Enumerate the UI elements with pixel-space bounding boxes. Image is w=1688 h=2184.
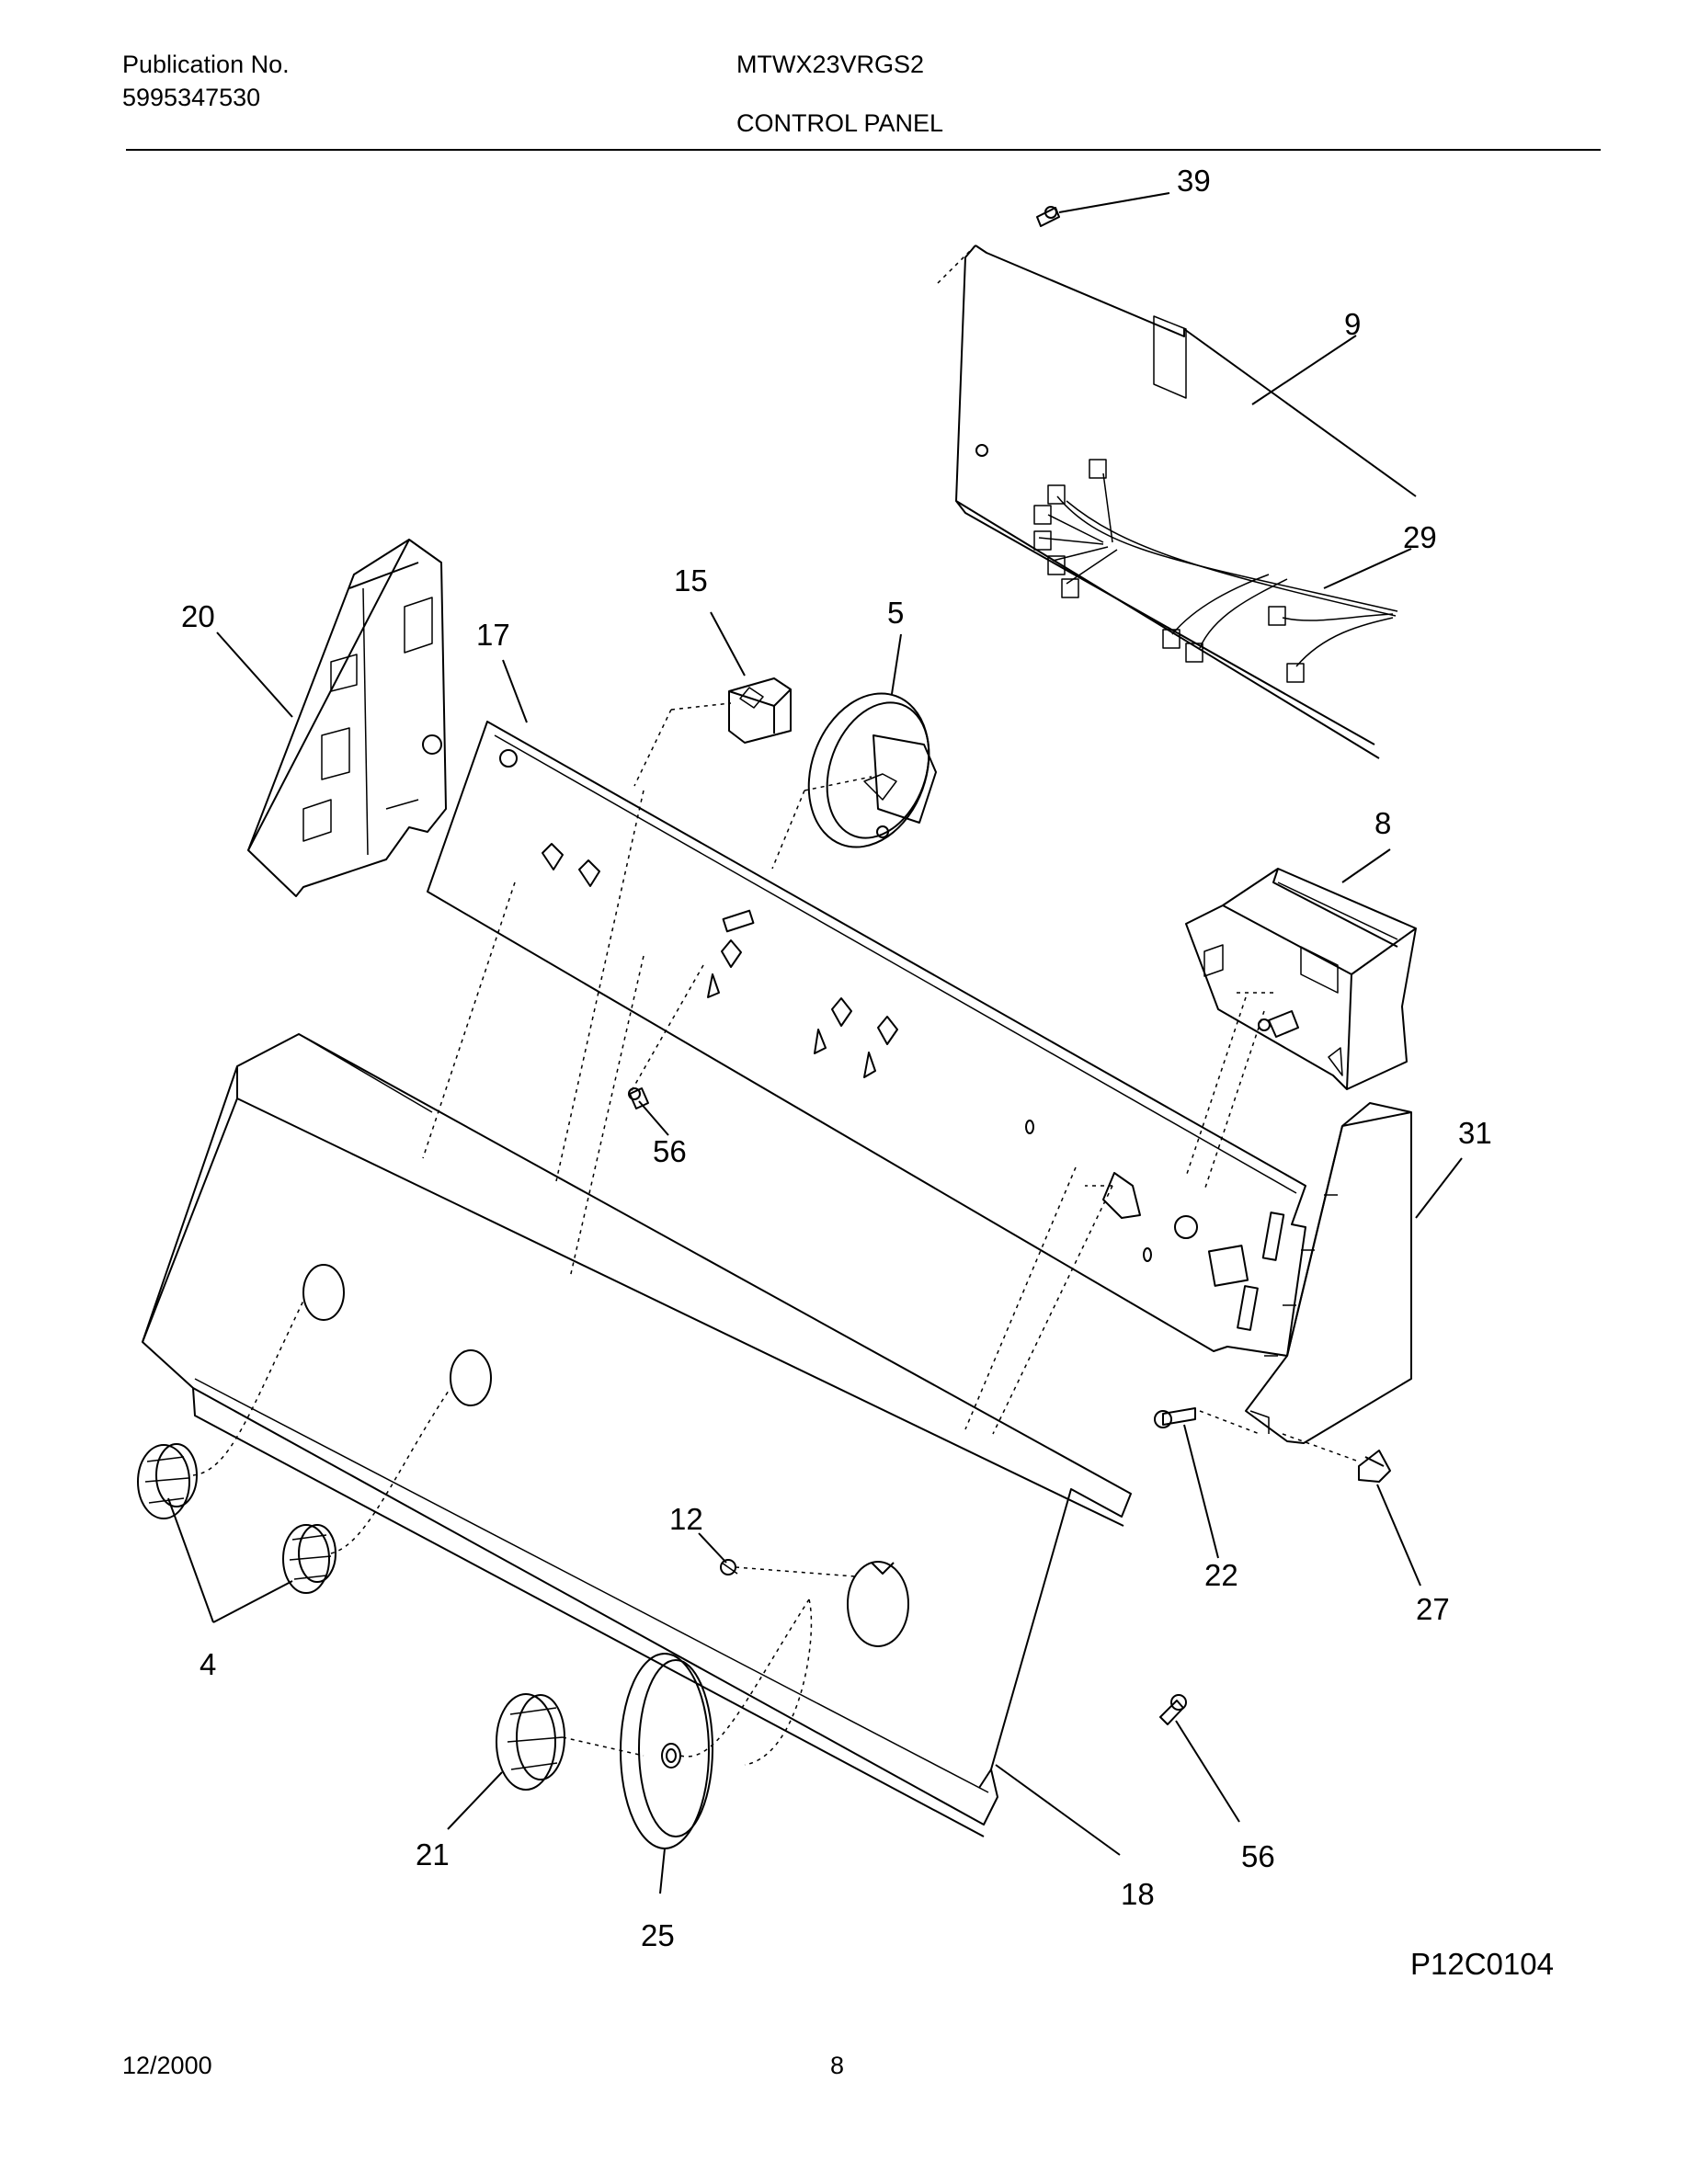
model-number: MTWX23VRGS2 [736,51,925,78]
part-22-screw [1154,1407,1260,1435]
part-56-screw-lower [1159,1694,1187,1725]
callout-22: 22 [1204,1558,1238,1592]
callout-20: 20 [181,599,215,633]
callout-4: 4 [200,1647,216,1681]
callout-39: 39 [1177,164,1211,198]
part-17-control-board [427,721,1306,1357]
footer-page-number: 8 [830,2052,845,2079]
header-rule [126,149,1601,151]
part-56-screw-upper [628,1087,649,1109]
callout-5: 5 [887,596,904,630]
part-18-front-console [142,1033,1132,1837]
callout-18: 18 [1121,1877,1155,1911]
callout-31: 31 [1458,1116,1492,1150]
callout-15: 15 [674,563,708,597]
publication-number: 5995347530 [122,84,261,111]
callout-9: 9 [1344,307,1361,341]
callout-labels: 39 9 29 20 17 15 5 8 31 56 22 27 12 4 21… [181,164,1492,1952]
part-4-knobs [137,1300,451,1594]
part-25-dial [620,1598,813,1849]
part-27-clip [1282,1433,1391,1483]
part-15-switch [633,677,792,787]
callout-29: 29 [1403,520,1437,554]
callout-8: 8 [1374,806,1391,840]
diagram-code: P12C0104 [1410,1947,1554,1981]
callout-12: 12 [669,1502,703,1536]
callout-17: 17 [476,618,510,652]
part-21-knob [496,1693,644,1791]
part-39-screw [1036,206,1060,227]
part-20-left-end-cap [247,539,447,897]
part-8-timer [1185,868,1417,1191]
section-title: CONTROL PANEL [736,109,944,137]
footer-date: 12/2000 [122,2052,212,2079]
assembly-lines [422,790,1113,1435]
publication-label: Publication No. [122,51,290,78]
callout-25: 25 [641,1918,675,1952]
callout-56-upper: 56 [653,1134,687,1168]
part-31-right-end-cap [1245,1102,1412,1444]
part-29-wire-harness [1033,459,1398,683]
part-12-screw [720,1559,856,1577]
part-5-pressure-switch [771,692,937,870]
leader-lines [167,192,1463,1894]
callout-56-lower: 56 [1241,1839,1275,1873]
callout-27: 27 [1416,1592,1450,1626]
callout-21: 21 [416,1837,450,1871]
